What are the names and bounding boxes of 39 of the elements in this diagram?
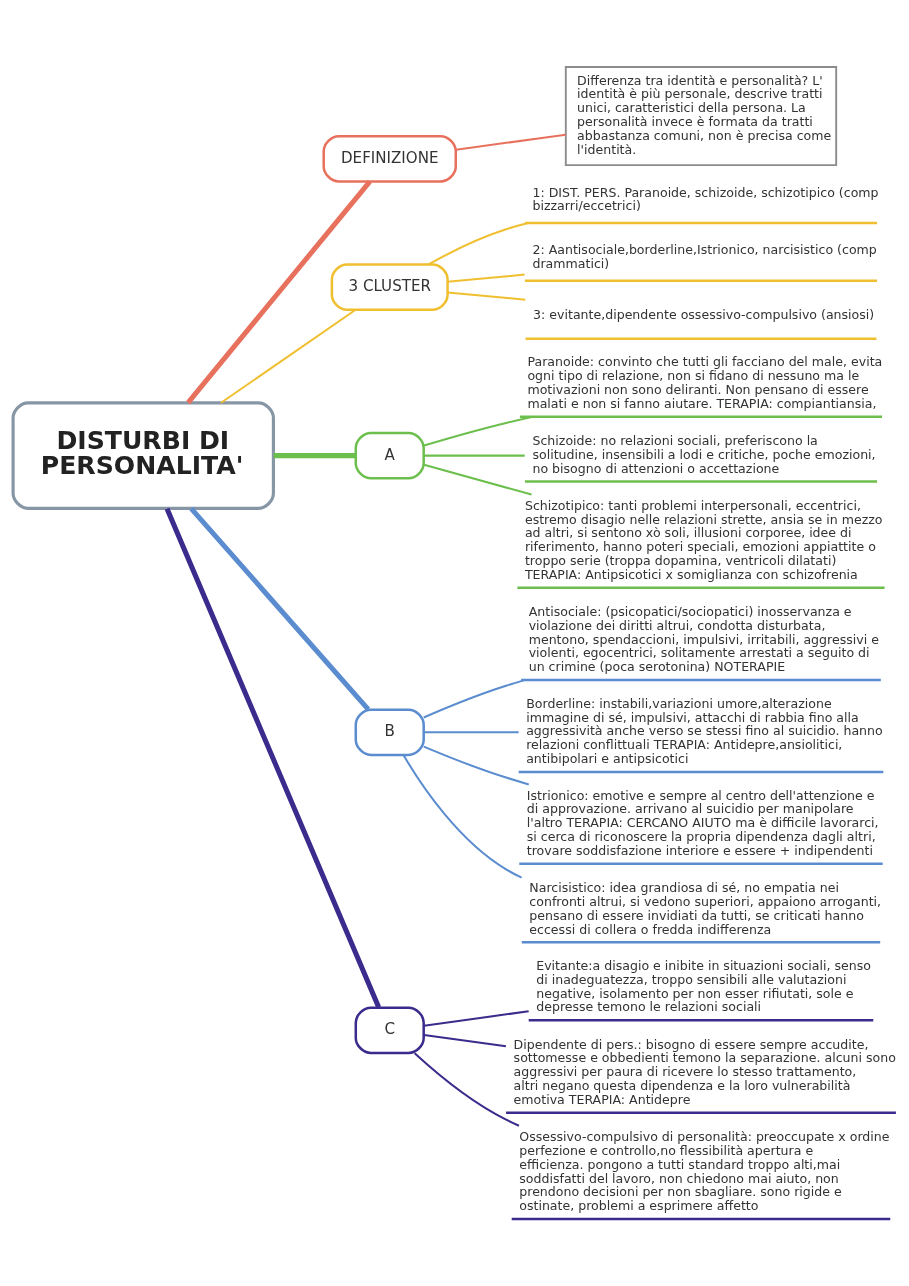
connector [423,745,530,786]
connector [423,1010,529,1027]
node-text: Evitante:a disagio e inibite in situazioni sociali, senso di inadeguatezza, troppo sensibili alle valutazioni negative, isolamento per non esser rifiutati, sole e depresse temono le relazioni sociali [536,957,871,1015]
node-text: Antisociale: (psicopatici/sociopatici) inosservanza e violazione dei diritti altrui, condotta disturbata, mentono, spendaccioni, impulsivi, irritabili, aggressivi e violenti, egocentrici, solitamente arrestati a seguito di un crimine (poca serotonina) NOTERAPIE [528,603,879,675]
node-text: Schizoide: no relazioni sociali, preferiscono la solitudine, insensibili a lodi e critiche, poche emozioni, no bisogno di attenzioni o accettazione [532,432,876,476]
node-text: Paranoide: convinto che tutti gli facciano del male, evita ogni tipo di relazione, non si fidano di nessuno ma le motivazioni non sono deliranti. Non pensano di essere malati e non si fanno aiutare. TERAPIA: compiantiansia, [527,354,883,411]
connector [164,507,381,1009]
connector [447,291,526,301]
node-text: Istrionico: emotive e sempre al centro dell'attenzione e di approvazione. arrivano al suicidio per manipolare l'altro TERAPIA: CERCANO AIUTO ma è difficile lavorarci, si cerca di riconoscere la propria dipendenza dagli altri, trovare soddisfazione interiore e essere + indipendenti [526,787,879,858]
node-text: Dipendente di pers.: bisogno di essere sempre accudite, sottomesse e obbedienti temono la separazione. alcuni sono aggressivi per paura di ricevere lo stesso trattamento, altri negano questa dipendenza e la loro vulnerabilità emotiva TERAPIA: Antidepre [513,1036,896,1107]
node-box: Differenza tra identità e personalità? L' identità è più personale, descrive tratti unici, caratteristici della persona. La personalità invece è formata da tratti abbastanza comuni, non è precisa come l'identità. [564,66,838,167]
node-box: A [354,431,425,480]
node-text: 2: Aantisociale,borderline,Istrionico, narcisistico (comp drammatici) [532,242,877,272]
node-text: 1: DIST. PERS. Paranoide, schizoide, schizotipico (comp bizzarri/eccetrici) [532,184,879,214]
connector [455,133,566,151]
connector [273,453,356,459]
node-box: 3 CLUSTER [330,263,449,311]
node-text: Borderline: instabili,variazioni umore,alterazione immagine di sé, impulsivi, attacchi di rabbia fino alla aggressività anche verso se stessi fino al suicidio. hanno relazioni conflittuali TERAPIA: Antidepre,ansiolitici, antibipolari e antipsicotici [526,695,883,767]
connector [220,308,357,404]
connector [423,463,532,496]
node-text: Narcisistico: idea grandiosa di sé, no empatia nei confronti altrui, si vedono superiori, appaiono arroganti, pensano di essere invidiati da tutti, se criticati hanno eccessi di collera o fredda indifferenza [529,880,882,937]
connector [447,273,525,283]
connector [424,454,525,457]
connector [186,180,372,405]
node-box: B [354,708,425,757]
connector [413,1052,520,1127]
connector [423,679,525,719]
node-text: 3: evitante,dipendente ossessivo-compulsivo (ansiosi) [533,307,875,323]
node-box: DISTURBI DI PERSONALITA' [11,401,275,510]
node-box: DEFINIZIONE [322,134,457,183]
node-text: Ossessivo-compulsivo di personalità: preoccupate x ordine perfezione e controllo,no flessibilità apertura e efficienza. pongono a tutti standard troppo alti,mai soddisfatti del lavoro, non chiedono mai aiuto, non prendono decisioni per non sbagliare. sono rigide e ostinate, problemi a esprimere affetto [519,1129,890,1214]
node-box: C [354,1006,425,1055]
connector [424,731,519,734]
connector [189,506,371,711]
connector [423,415,533,447]
connector [423,1033,507,1048]
connector [428,222,529,266]
connector [402,754,523,879]
node-text: Schizotipico: tanti problemi interpersonali, eccentrici, estremo disagio nelle relazioni strette, ansia se in mezzo ad altri, si sentono xò soli, illusioni corporee, idee di riferimento, hanno poteri speciali, emozioni appiattite o troppo serie (troppa dopamina, ventricoli dilatati) TERAPIA: Antipsicotici x somiglianza con schizofrenia [524,497,883,582]
